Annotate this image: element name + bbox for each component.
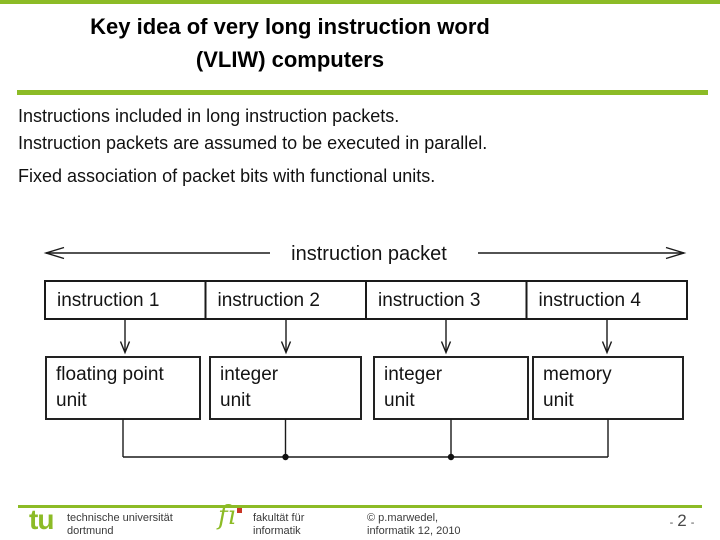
- instruction-3-label: instruction 3: [378, 290, 480, 311]
- body-text-line-1: Instructions included in long instructio…: [18, 106, 400, 126]
- body-text-line-3: Fixed association of packet bits with fu…: [18, 166, 436, 186]
- page-number-prefix: -: [669, 517, 674, 529]
- bus-junction-dot: [447, 453, 455, 461]
- copyright-line-1: © p.marwedel,: [367, 512, 439, 524]
- instruction-row: instruction 1 instruction 2 instruction …: [44, 280, 688, 320]
- down-arrowhead-3: [440, 341, 452, 355]
- unit-box-memory: memory unit: [532, 356, 684, 420]
- unit-2-line-1: integer: [220, 364, 279, 385]
- institution-line-1: technische universität: [67, 512, 173, 524]
- fi-logo-red-dot: [237, 508, 242, 513]
- faculty-text: fakultät für informatik: [253, 512, 304, 537]
- institution-text: technische universität dortmund: [67, 512, 173, 537]
- unit-bus: [122, 419, 609, 461]
- unit-1-line-2: unit: [56, 390, 87, 411]
- vliw-diagram: instruction packet instruction 1 instruc…: [43, 243, 688, 461]
- down-arrowhead-2: [280, 341, 292, 355]
- unit-3-line-1: integer: [384, 364, 443, 385]
- dispatch-arrows: [119, 319, 613, 355]
- top-accent-bar: [0, 0, 720, 4]
- unit-4-line-2: unit: [543, 390, 574, 411]
- packet-label: instruction packet: [291, 243, 447, 265]
- tu-dortmund-logo: tu: [29, 504, 54, 535]
- packet-span-arrow: [43, 246, 687, 260]
- title-line-2: (VLIW) computers: [195, 47, 385, 72]
- unit-2-line-2: unit: [220, 390, 251, 411]
- body-text-line-2: Instruction packets are assumed to be ex…: [18, 133, 488, 153]
- bus-junction-dot: [282, 453, 289, 461]
- title-underline: [17, 90, 708, 95]
- copyright-line-2: informatik 12, 2010: [367, 524, 461, 537]
- footer-accent-line: [18, 505, 702, 508]
- instruction-2-label: instruction 2: [218, 290, 320, 311]
- fakultaet-informatik-logo: fı: [218, 501, 236, 531]
- down-arrowhead-1: [119, 341, 131, 355]
- down-arrowhead-4: [601, 341, 613, 355]
- functional-units: floating point unit integer unit integer…: [45, 356, 684, 420]
- unit-4-line-1: memory: [543, 364, 612, 385]
- arrowhead-left: [43, 246, 65, 260]
- slide-title: Key idea of very long instruction word (…: [10, 10, 570, 76]
- instruction-4-label: instruction 4: [539, 290, 642, 311]
- instruction-1-label: instruction 1: [57, 290, 159, 311]
- arrowhead-right: [665, 246, 687, 260]
- institution-line-2: dortmund: [67, 524, 114, 537]
- faculty-line-2: informatik: [253, 524, 301, 537]
- page-number-suffix: -: [690, 517, 695, 529]
- page-number: -2-: [652, 511, 712, 531]
- faculty-line-1: fakultät für: [253, 512, 305, 524]
- unit-3-line-2: unit: [384, 390, 415, 411]
- copyright-text: © p.marwedel, informatik 12, 2010: [367, 512, 461, 537]
- unit-box-integer-1: integer unit: [209, 356, 362, 420]
- unit-box-floating-point: floating point unit: [45, 356, 201, 420]
- title-line-1: Key idea of very long instruction word: [90, 14, 490, 39]
- page-number-value: 2: [677, 511, 687, 530]
- unit-box-integer-2: integer unit: [373, 356, 529, 420]
- unit-1-line-1: floating point: [56, 364, 164, 385]
